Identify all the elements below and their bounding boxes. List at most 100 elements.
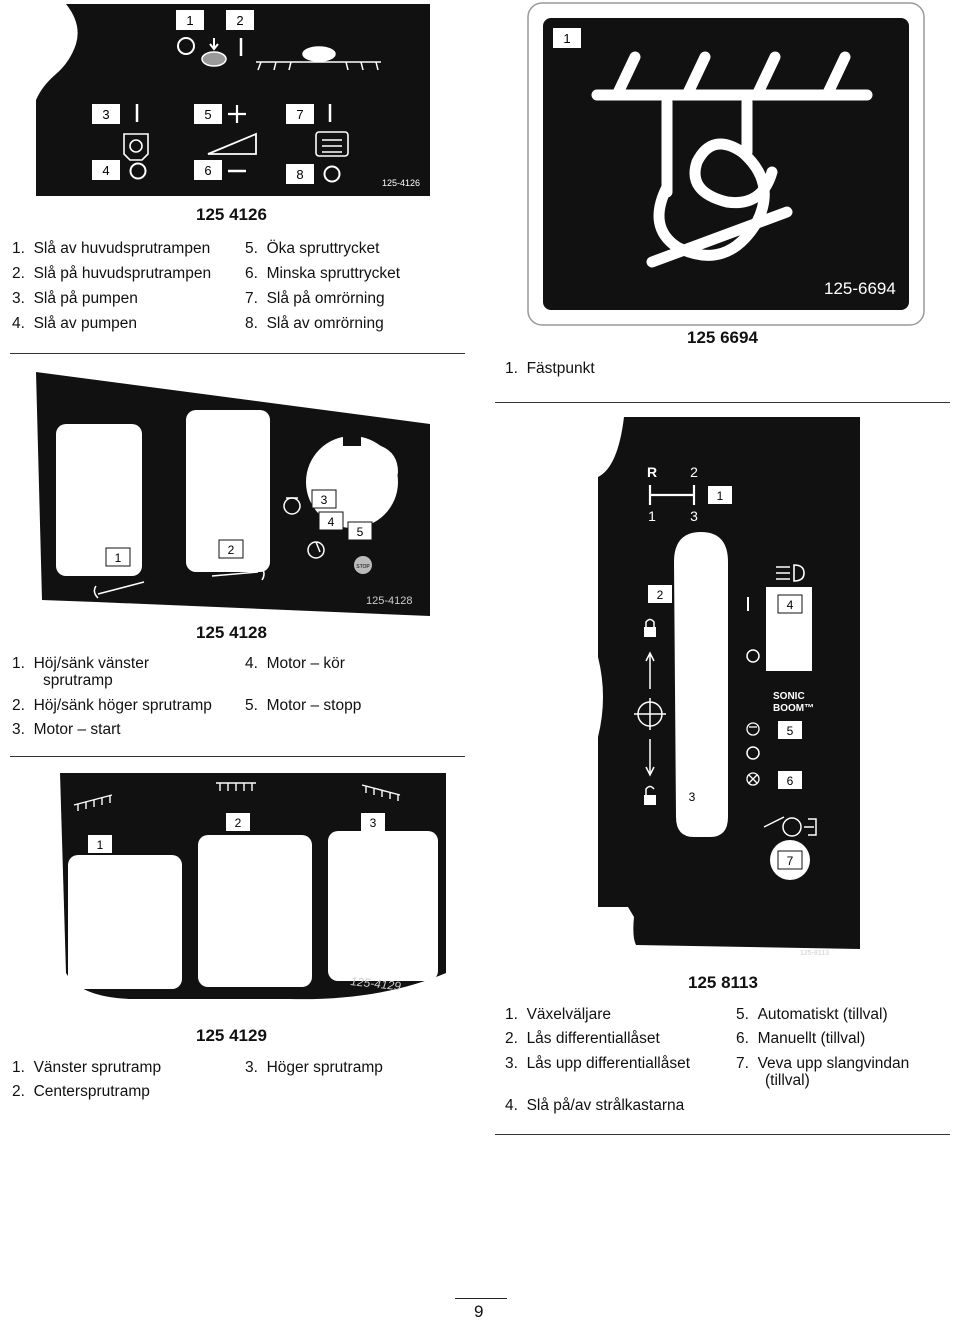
decal-title-125-6694: 125 6694 — [687, 328, 758, 347]
legend-item: 2. Lås differentiallåset — [505, 1030, 660, 1047]
divider — [495, 402, 950, 403]
right-boom-raise-lower-icon — [211, 567, 265, 581]
gear-label-3: 3 — [690, 508, 698, 524]
gear-label-1: 1 — [648, 508, 656, 524]
callout-2: 2 — [235, 816, 242, 830]
callout-5: 5 — [204, 107, 211, 122]
divider — [10, 353, 465, 354]
callout-6: 6 — [204, 163, 211, 178]
gear-shift-pattern-icon — [648, 485, 696, 505]
page-number-rule — [455, 1298, 507, 1299]
right-boom-icon — [361, 784, 401, 801]
legend-item: 6. Manuellt (tillval) — [736, 1030, 866, 1047]
legend-item: 1. Slå av huvudsprutrampen — [12, 240, 211, 257]
legend-item: 5. Automatiskt (tillval) — [736, 1006, 888, 1023]
headlight-icon — [776, 564, 805, 582]
decal-125-4129: 1 2 3 125-4129 — [60, 773, 446, 1008]
callout-4: 4 — [328, 515, 335, 529]
gear-label-r: R — [647, 464, 657, 480]
hose-reel-icon — [763, 816, 817, 837]
callout-1: 1 — [115, 551, 122, 565]
divider — [10, 756, 465, 757]
decal-title-125-4126: 125 4126 — [196, 205, 267, 224]
unlock-icon — [644, 785, 656, 805]
legend-item: 5. Motor – stopp — [245, 697, 362, 714]
pump-icon — [123, 133, 149, 161]
page-number: 9 — [474, 1302, 484, 1321]
legend-item: 3. Höger sprutramp — [245, 1059, 383, 1076]
callout-6: 6 — [787, 774, 794, 788]
callout-4: 4 — [787, 598, 794, 612]
legend-item: 2. Höj/sänk höger sprutramp — [12, 697, 212, 714]
switch-window-right-boom — [328, 831, 438, 981]
callout-7: 7 — [296, 107, 303, 122]
off-circle-icon — [177, 37, 195, 55]
decal-stamp: 125-4129 — [350, 974, 402, 993]
diff-lock-slot — [674, 532, 728, 837]
legend-item-continued: sprutramp — [43, 672, 113, 689]
decal-stamp: 125-6694 — [824, 279, 896, 298]
legend-item: 3. Motor – start — [12, 721, 121, 738]
boom-label: BOOM™ — [773, 703, 814, 714]
differential-lock-icon — [634, 698, 666, 730]
pressure-ramp-icon — [207, 132, 257, 155]
callout-1: 1 — [186, 13, 193, 28]
sonic-label: SONIC — [773, 691, 805, 702]
manual-mode-icon — [746, 772, 760, 786]
gear-label-2: 2 — [690, 464, 698, 480]
pushbutton-icon — [201, 51, 227, 67]
agitation-tank-icon — [315, 131, 349, 157]
callout-5: 5 — [357, 525, 364, 539]
legend-item: 3. Lås upp differentiallåset — [505, 1055, 691, 1072]
divider — [495, 1134, 950, 1135]
decal-stamp: 125-4128 — [366, 595, 413, 607]
legend-item: 4. Slå av pumpen — [12, 315, 137, 332]
legend-item: 5. Öka spruttrycket — [245, 240, 380, 257]
decal-title-125-8113: 125 8113 — [688, 973, 758, 992]
switch-window-center-boom — [198, 835, 312, 987]
callout-3: 3 — [370, 816, 377, 830]
callout-1: 1 — [97, 838, 104, 852]
svg-text:STOP: STOP — [356, 564, 370, 570]
legend-item: 7. Veva upp slangvindan — [736, 1055, 910, 1072]
switch-window-left-boom — [68, 855, 182, 989]
decal-125-8113: R 2 1 1 3 2 3 4 SONIC BOOM™ 5 — [598, 417, 860, 965]
tie-down-point-icon — [591, 51, 873, 268]
callout-7: 7 — [787, 854, 794, 868]
engine-start-icon — [283, 497, 301, 515]
center-boom-icon — [216, 782, 256, 791]
decal-title-125-4129: 125 4129 — [196, 1026, 267, 1045]
legend-item: 8. Slå av omrörning — [245, 315, 384, 332]
callout-3: 3 — [689, 790, 696, 804]
legend-item: 4. Motor – kör — [245, 655, 345, 672]
legend-item: 1. Växelväljare — [505, 1006, 611, 1023]
callout-1: 1 — [563, 31, 570, 46]
decal-125-4126: 1 2 3 5 7 — [36, 4, 430, 196]
left-boom-raise-lower-icon — [93, 581, 145, 599]
callout-3: 3 — [321, 493, 328, 507]
decal-title-125-4128: 125 4128 — [196, 623, 267, 642]
callout-2: 2 — [228, 543, 235, 557]
legend-item: 1. Höj/sänk vänster — [12, 655, 150, 672]
left-boom-icon — [73, 794, 113, 811]
switch-window-left — [56, 424, 142, 576]
callout-3: 3 — [102, 107, 109, 122]
decal-stamp: 125-4126 — [382, 178, 420, 188]
callout-8: 8 — [296, 167, 303, 182]
legend-item: 6. Minska spruttrycket — [245, 265, 401, 282]
callout-4: 4 — [102, 163, 109, 178]
callout-2: 2 — [236, 13, 243, 28]
callout-5: 5 — [787, 724, 794, 738]
callout-2: 2 — [657, 588, 664, 602]
legend-item: 4. Slå på/av strålkastarna — [505, 1097, 685, 1114]
legend-item: 2. Centersprutramp — [12, 1083, 150, 1100]
lock-icon — [644, 618, 656, 637]
legend-item: 7. Slå på omrörning — [245, 290, 385, 307]
decal-125-6694: 1 125-6694 — [527, 2, 925, 326]
legend-item-continued: (tillval) — [765, 1072, 810, 1089]
legend-item: 2. Slå på huvudsprutrampen — [12, 265, 212, 282]
legend-item: 3. Slå på pumpen — [12, 290, 138, 307]
engine-run-icon — [307, 541, 325, 559]
auto-mode-icon — [746, 722, 760, 736]
decal-stamp: 125-8113 — [800, 950, 829, 957]
